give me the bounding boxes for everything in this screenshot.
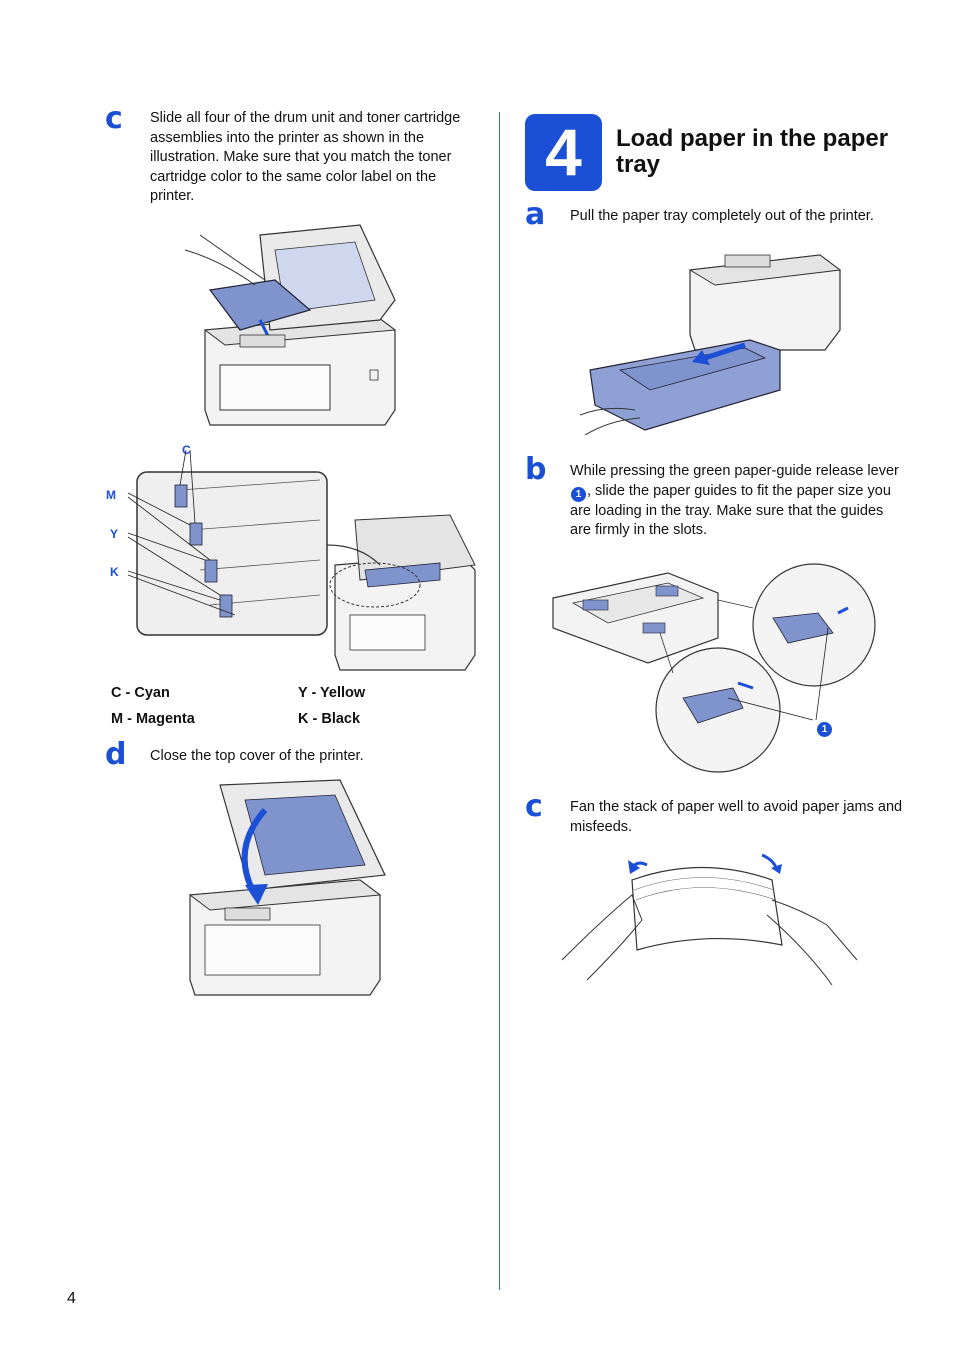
legend-cyan: C - Cyan: [111, 685, 170, 701]
callout-1-inline: 1: [571, 486, 586, 502]
label-y: Y: [110, 527, 119, 541]
legend-yellow: Y - Yellow: [298, 685, 366, 701]
pull-tray-illustration: [579, 254, 842, 436]
close-cover-illustration: [188, 779, 386, 996]
column-divider: [499, 112, 500, 1290]
step-b-text: While pressing the green paper-guide rel…: [570, 462, 905, 541]
step-d-letter: d: [105, 737, 127, 772]
label-m: M: [106, 488, 116, 502]
page-number: 4: [67, 1290, 76, 1307]
paper-guide-illustration: [552, 563, 876, 773]
printer-insert-illustration: [184, 224, 397, 426]
step-a-letter: a: [525, 197, 546, 232]
step-c-text: Slide all four of the drum unit and tone…: [150, 110, 461, 204]
section-title: Load paper in the paper tray: [616, 125, 889, 178]
section-number-box: 4: [525, 114, 602, 191]
step-c-letter: c: [105, 101, 123, 136]
legend-magenta: M - Magenta: [111, 711, 195, 727]
step-b-text-after: , slide the paper guides to fit the pape…: [570, 482, 891, 539]
step-d-text: Close the top cover of the printer.: [150, 748, 364, 764]
step-c-right-letter: c: [525, 789, 543, 824]
legend-black: K - Black: [298, 711, 361, 727]
label-k: K: [110, 565, 119, 579]
callout-1-illustration: 1: [817, 722, 832, 737]
step-b-text-before: While pressing the green paper-guide rel…: [570, 463, 899, 479]
label-c: C: [182, 443, 191, 457]
step-a-text: Pull the paper tray completely out of th…: [570, 208, 874, 224]
step-b-letter: b: [525, 452, 547, 487]
fan-paper-illustration: [561, 853, 858, 986]
color-label-closeup-illustration: [127, 449, 476, 671]
step-c-right-text: Fan the stack of paper well to avoid pap…: [570, 799, 903, 835]
